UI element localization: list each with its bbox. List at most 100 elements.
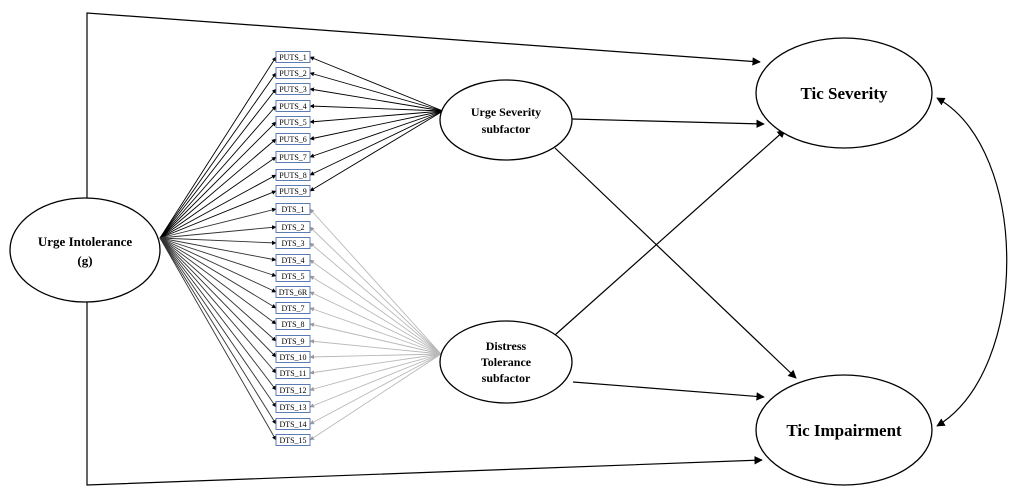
path-g-to-tic-severity (86, 12, 761, 230)
path-urge-severity-to-tic-severity (571, 118, 765, 129)
loading-sub-dts-11 (309, 353, 442, 375)
g-label-line-1: Urge Intolerance (38, 234, 132, 249)
indicator-label: DTS_12 (279, 386, 306, 395)
indicator-boxes: PUTS_1PUTS_2PUTS_3PUTS_4PUTS_5PUTS_6PUTS… (275, 51, 311, 446)
path-distress-tolerance-to-tic-impairment (572, 381, 765, 401)
loading-g-dts-15 (159, 237, 277, 441)
indicator-dts-13: DTS_13 (275, 401, 311, 413)
loading-g-dts-11 (159, 237, 277, 374)
indicator-label: DTS_15 (279, 436, 306, 445)
indicator-dts-7: DTS_7 (275, 302, 311, 314)
g-label-line-2: (g) (77, 253, 92, 268)
indicator-label: PUTS_7 (279, 153, 307, 162)
indicator-label: PUTS_2 (279, 69, 307, 78)
indicator-label: DTS_2 (281, 223, 304, 232)
indicator-label: PUTS_4 (279, 102, 307, 111)
loading-g-dts-10 (159, 237, 277, 358)
indicator-dts-10: DTS_10 (275, 351, 311, 363)
indicator-label: PUTS_5 (279, 118, 307, 127)
indicator-dts-4: DTS_4 (275, 254, 311, 266)
svg-text:(g): (g) (77, 253, 92, 268)
loading-g-puts-1 (159, 56, 277, 239)
latent-tic-impairment: Tic Impairment (755, 374, 933, 486)
latent-urge-severity-subfactor: Urge Severity subfactor (439, 79, 573, 161)
distress-line-1: Distress (486, 339, 527, 353)
indicator-label: DTS_9 (281, 337, 304, 346)
loading-g-puts-2 (159, 72, 277, 239)
loading-g-dts-1 (159, 207, 277, 239)
indicator-label: DTS_5 (281, 272, 304, 281)
loading-sub-dts-5 (309, 275, 442, 355)
loading-g-puts-8 (159, 174, 277, 239)
loading-sub-dts-9 (309, 339, 442, 355)
loading-g-dts-8 (159, 237, 277, 325)
indicator-dts-3: DTS_3 (275, 237, 311, 249)
indicator-puts-3: PUTS_3 (275, 83, 311, 95)
loading-sub-dts-2 (309, 226, 442, 355)
loading-g-puts-5 (159, 121, 277, 239)
loading-sub-puts-8 (309, 110, 444, 176)
indicator-puts-7: PUTS_7 (275, 151, 311, 163)
loading-sub-dts-12 (309, 353, 442, 392)
indicator-label: DTS_14 (279, 420, 306, 429)
indicator-dts-1: DTS_1 (275, 203, 311, 215)
path-g-to-tic-impairment (86, 300, 763, 486)
loading-g-dts-5 (159, 237, 277, 277)
indicator-dts-14: DTS_14 (275, 418, 311, 430)
loading-g-puts-3 (159, 88, 277, 239)
loading-sub-dts-3 (309, 242, 442, 355)
path-urge-severity-to-tic-impairment (554, 147, 797, 379)
indicator-label: DTS_11 (280, 369, 307, 378)
latent-distress-tolerance-subfactor: Distress Tolerance subfactor (439, 320, 573, 404)
loading-g-puts-9 (159, 190, 277, 239)
loading-g-dts-3 (159, 237, 277, 246)
loading-sub-dts-13 (309, 353, 442, 408)
loading-g-puts-6 (159, 138, 277, 239)
loading-sub-dts-1 (309, 208, 442, 355)
loading-sub-dts-4 (309, 259, 442, 355)
distress-line-3: subfactor (482, 371, 531, 385)
svg-text:Urge Intolerance: Urge Intolerance (38, 234, 132, 249)
indicator-label: DTS_4 (281, 256, 304, 265)
loading-sub-puts-1 (309, 56, 444, 112)
indicator-dts-5: DTS_5 (275, 270, 311, 282)
indicator-label: DTS_1 (281, 205, 304, 214)
indicator-label: PUTS_1 (279, 53, 307, 62)
tic-severity-label: Tic Severity (800, 84, 888, 103)
loading-lines (159, 56, 444, 441)
indicator-label: DTS_10 (279, 353, 306, 362)
loading-sub-dts-14 (309, 353, 442, 425)
loading-sub-puts-7 (309, 110, 444, 158)
loading-g-dts-14 (159, 237, 277, 425)
loading-g-dts-4 (159, 237, 277, 262)
loading-sub-puts-5 (309, 110, 444, 124)
distress-line-2: Tolerance (481, 355, 532, 369)
loading-g-dts-7 (159, 237, 277, 309)
indicator-label: PUTS_8 (279, 171, 307, 180)
indicator-dts-6: DTS_6R (275, 286, 311, 298)
loading-g-puts-4 (159, 105, 277, 239)
urge-severity-line-1: Urge Severity (471, 105, 541, 119)
indicator-dts-9: DTS_9 (275, 335, 311, 347)
indicator-dts-2: DTS_2 (275, 221, 311, 233)
indicator-puts-1: PUTS_1 (275, 51, 311, 63)
loading-g-puts-7 (159, 156, 277, 239)
loading-sub-puts-6 (309, 110, 444, 141)
urge-severity-line-2: subfactor (482, 122, 531, 136)
latent-urge-intolerance-g: Urge Intolerance (g) (9, 197, 161, 303)
covariance-tic-severity-tic-impairment (936, 97, 1008, 427)
indicator-label: PUTS_3 (279, 85, 307, 94)
loading-sub-dts-8 (309, 322, 442, 355)
tic-impairment-label: Tic Impairment (786, 421, 902, 440)
loading-sub-puts-4 (309, 103, 444, 112)
indicator-label: DTS_8 (281, 320, 304, 329)
indicator-puts-9: PUTS_9 (275, 185, 311, 197)
indicator-dts-12: DTS_12 (275, 384, 311, 396)
indicator-puts-6: PUTS_6 (275, 133, 311, 145)
loading-g-dts-12 (159, 237, 277, 391)
indicator-puts-2: PUTS_2 (275, 67, 311, 79)
loading-g-dts-9 (159, 237, 277, 342)
loading-sub-puts-2 (309, 71, 444, 112)
loading-sub-puts-3 (309, 87, 444, 112)
loading-sub-dts-15 (309, 353, 442, 441)
